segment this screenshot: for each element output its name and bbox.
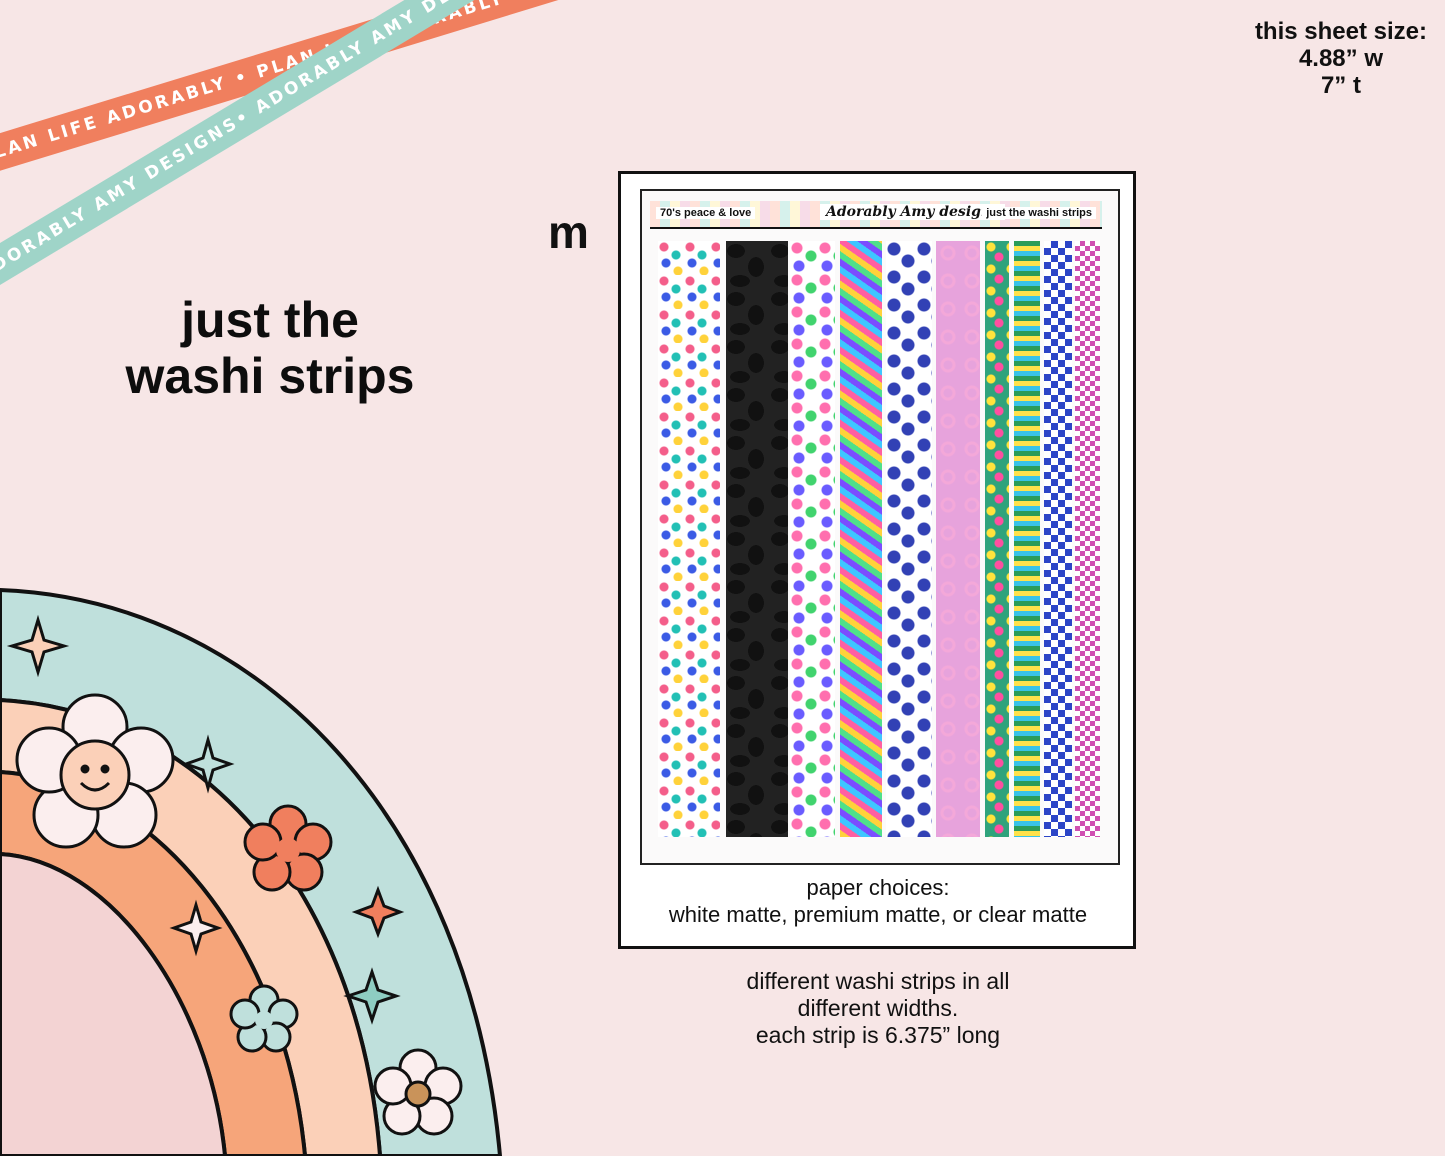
description-line-1: different washi strips in all (746, 968, 1010, 994)
sheet-header: 70's peace & love Adorably Amy designs j… (650, 201, 1102, 229)
orange-flower-icon (243, 804, 333, 892)
sheet-size-width: 4.88” w (1298, 45, 1383, 72)
paper-choices-label: paper choices: (806, 875, 950, 900)
sheet-size-label: this sheet size: (1254, 18, 1427, 45)
sheet-size-info: this sheet size: 4.88” w 7” t (1255, 18, 1427, 99)
sheet-size-height: 7” t (1320, 72, 1361, 99)
sparkle-icon (6, 614, 70, 678)
sheet-header-theme: 70's peace & love (656, 207, 756, 219)
washi-strip-smileys (790, 241, 835, 837)
product-title: just the washi strips (110, 292, 430, 404)
description-line-3: each strip is 6.375” long (755, 1022, 1001, 1048)
sticker-sheet: 70's peace & love Adorably Amy designs j… (640, 189, 1120, 865)
washi-strip-wavy (840, 241, 882, 837)
washi-strip-stripes (1014, 241, 1040, 837)
paper-choices-options: white matte, premium matte, or clear mat… (668, 902, 1088, 927)
washi-strip-blue-checker (1044, 241, 1072, 837)
size-indicator: m (548, 206, 589, 258)
description-line-2: different widths. (797, 995, 959, 1021)
sheet-header-product: just the washi strips (982, 207, 1096, 219)
sparkle-icon (181, 734, 235, 794)
smiley-flower-icon (15, 693, 175, 849)
washi-strip-mini-smileys (985, 241, 1009, 837)
washi-strip-pink-checker (1075, 241, 1100, 837)
sparkle-icon (169, 899, 223, 957)
white-flower-icon (373, 1048, 463, 1136)
teal-flower-icon (229, 984, 299, 1053)
paper-choices: paper choices: white matte, premium matt… (622, 874, 1134, 928)
product-description: different washi strips in all different … (640, 968, 1116, 1049)
rainbow-band-inner (0, 851, 228, 1156)
plan-life-adorably-ribbon: PLAN LIFE ADORABLY • PLAN LIFE ADORABLY … (0, 0, 713, 176)
title-line-1: just the (181, 292, 359, 348)
washi-strip-blue-flowers (886, 241, 932, 837)
washi-strip-flowers (658, 241, 720, 837)
washi-strip-hearts (936, 241, 980, 837)
sparkle-icon (351, 885, 405, 939)
brand-logo: Adorably Amy designs (820, 204, 1005, 220)
washi-strip-cow-print (726, 241, 788, 837)
sparkle-icon (343, 967, 401, 1025)
title-line-2: washi strips (125, 348, 415, 404)
rainbow-illustration (0, 587, 503, 1156)
